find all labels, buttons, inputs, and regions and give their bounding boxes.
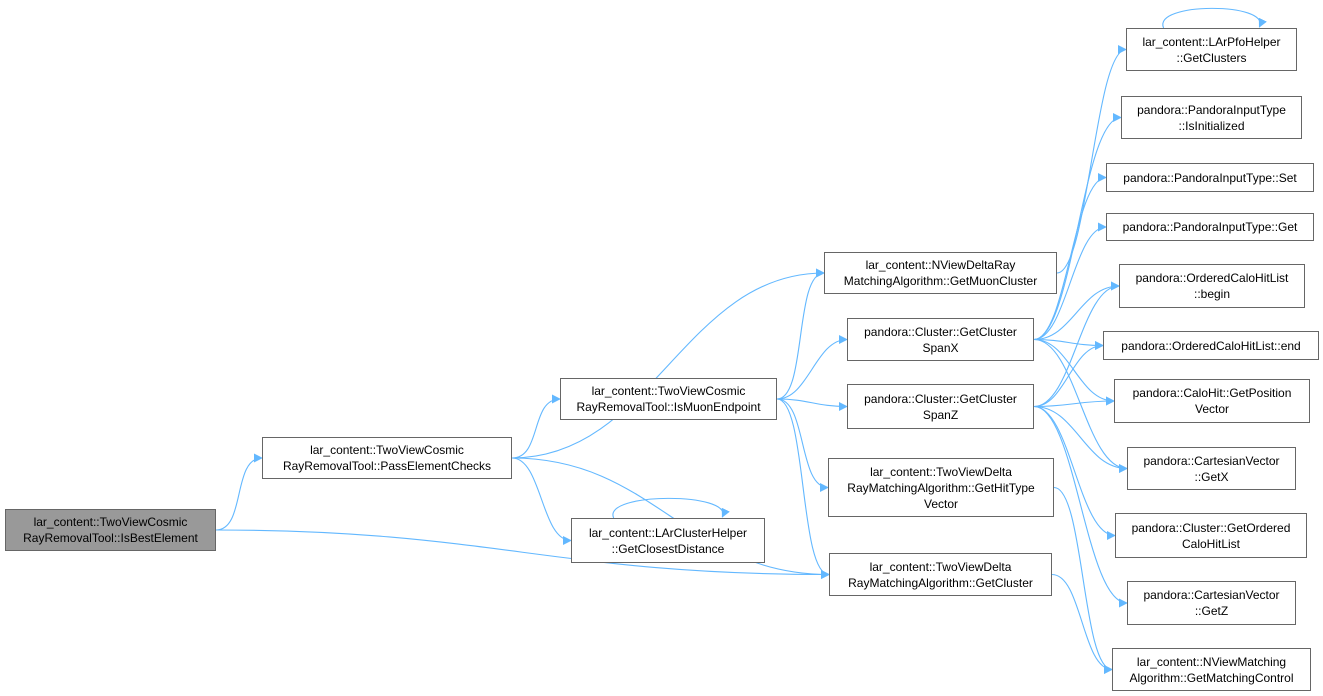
- node-label-line: MatchingAlgorithm::GetMuonCluster: [843, 274, 1038, 288]
- node-label-line: lar_content::TwoViewDelta: [870, 464, 1012, 479]
- node-label-line: Algorithm::GetMatchingControl: [1129, 670, 1294, 685]
- node-label-line: lar_content::LArPfoHelper: [1142, 34, 1281, 49]
- edge-get-cluster-span-x-to-input-type-get: [1033, 222, 1107, 341]
- node-label-line: Vector: [923, 496, 959, 511]
- node-label-line: RayRemovalTool::PassElementChecks: [282, 459, 492, 473]
- edge-get-cluster-span-x-to-calo-hit-list-begin: [1033, 281, 1120, 341]
- node-cartesian-get-x[interactable]: pandora::CartesianVector::GetX: [1127, 447, 1296, 490]
- node-label-line: lar_content::NViewDeltaRay: [865, 258, 1016, 272]
- node-label-line: ::begin: [1193, 287, 1231, 301]
- edge-is-muon-endpoint-to-get-cluster: [776, 398, 830, 579]
- node-cartesian-get-z[interactable]: pandora::CartesianVector::GetZ: [1127, 581, 1296, 625]
- node-label-line: pandora::CartesianVector: [1143, 453, 1280, 468]
- edge-is-muon-endpoint-to-get-cluster-span-x: [776, 335, 848, 400]
- node-label-line: ::IsInitialized: [1178, 118, 1245, 133]
- node-label-line: pandora::CaloHit::GetPosition: [1132, 386, 1292, 400]
- node-label-line: pandora::PandoraInputType::Get: [1122, 220, 1298, 234]
- edge-get-cluster-span-z-to-cartesian-get-z: [1033, 405, 1128, 608]
- edge-get-cluster-span-z-to-cartesian-get-x: [1033, 405, 1128, 473]
- edge-get-cluster-span-z-to-calo-hit-list-begin: [1033, 281, 1120, 408]
- edge-get-hit-type-vector-to-get-matching-control: [1053, 486, 1113, 674]
- edge-is-muon-endpoint-to-get-muon-cluster: [776, 268, 825, 400]
- node-label-line: RayMatchingAlgorithm::GetCluster: [848, 575, 1033, 590]
- edge-get-closest-distance-to-get-closest-distance: [612, 497, 730, 519]
- node-is-initialized[interactable]: pandora::PandoraInputType::IsInitialized: [1121, 96, 1302, 139]
- node-label-line: SpanZ: [922, 407, 959, 422]
- node-input-type-get[interactable]: pandora::PandoraInputType::Get: [1106, 213, 1314, 241]
- edge-is-muon-endpoint-to-get-cluster-span-z: [776, 398, 848, 411]
- node-label-line: RayMatchingAlgorithm::GetHitType: [847, 480, 1035, 495]
- edge-is-muon-endpoint-to-get-hit-type-vector: [776, 398, 829, 492]
- node-label-line: pandora::Cluster::GetCluster: [864, 391, 1017, 406]
- node-calo-hit-list-begin[interactable]: pandora::OrderedCaloHitList::begin: [1119, 264, 1305, 308]
- node-label-line: pandora::Cluster::GetOrdered: [1131, 520, 1291, 535]
- edge-is-best-element-to-get-cluster: [215, 529, 830, 579]
- node-label-line: pandora::OrderedCaloHitList::end: [1121, 338, 1301, 353]
- node-get-clusters[interactable]: lar_content::LArPfoHelper::GetClusters: [1126, 28, 1297, 71]
- edge-get-cluster-span-z-to-calo-hit-list-end: [1033, 341, 1104, 408]
- node-label-line: lar_content::TwoViewCosmic: [33, 515, 188, 529]
- node-label-line: pandora::CartesianVector: [1143, 588, 1280, 602]
- edge-get-cluster-span-x-to-cartesian-get-x: [1033, 338, 1128, 473]
- node-calo-hit-list-end[interactable]: pandora::OrderedCaloHitList::end: [1103, 331, 1319, 360]
- edge-pass-element-checks-to-is-muon-endpoint: [511, 394, 561, 459]
- edge-is-best-element-to-pass-element-checks: [215, 453, 263, 531]
- edge-get-muon-cluster-to-get-clusters: [1056, 45, 1127, 274]
- edge-get-cluster-span-z-to-get-position-vector: [1033, 396, 1115, 408]
- node-label-line: ::GetClosestDistance: [611, 541, 725, 556]
- node-label-line: pandora::PandoraInputType: [1137, 102, 1286, 117]
- edge-get-clusters-to-get-clusters: [1162, 7, 1267, 29]
- node-get-closest-distance[interactable]: lar_content::LArClusterHelper::GetCloses…: [571, 518, 765, 563]
- node-label-line: ::GetZ: [1194, 604, 1229, 618]
- node-label-line: lar_content::TwoViewDelta: [869, 559, 1012, 574]
- node-label-line: Vector: [1194, 402, 1230, 416]
- edge-get-cluster-span-x-to-input-type-set: [1033, 173, 1107, 341]
- node-label-line: lar_content::TwoViewCosmic: [310, 443, 464, 457]
- node-input-type-set[interactable]: pandora::PandoraInputType::Set: [1106, 163, 1314, 192]
- node-label-line: lar_content::NViewMatching: [1136, 654, 1287, 669]
- node-label-line: RayRemovalTool::IsMuonEndpoint: [576, 400, 761, 414]
- edge-pass-element-checks-to-get-closest-distance: [511, 457, 572, 545]
- node-label-line: pandora::Cluster::GetCluster: [864, 324, 1017, 339]
- edge-get-cluster-to-get-matching-control: [1051, 573, 1113, 674]
- node-label-line: lar_content::LArClusterHelper: [588, 525, 748, 540]
- node-label-line: ::GetX: [1194, 469, 1229, 484]
- node-label-line: lar_content::TwoViewCosmic: [591, 384, 746, 398]
- node-label-line: ::GetClusters: [1176, 50, 1247, 65]
- node-label-line: pandora::PandoraInputType::Set: [1123, 170, 1297, 185]
- node-label-line: pandora::OrderedCaloHitList: [1135, 271, 1289, 285]
- node-label-line: RayRemovalTool::IsBestElement: [23, 531, 198, 545]
- edge-pass-element-checks-to-get-muon-cluster: [511, 268, 825, 459]
- edge-pass-element-checks-to-get-cluster: [511, 457, 830, 579]
- node-label-line: SpanX: [922, 340, 959, 355]
- node-label-line: CaloHitList: [1181, 536, 1241, 551]
- edge-get-cluster-span-x-to-get-position-vector: [1033, 338, 1115, 406]
